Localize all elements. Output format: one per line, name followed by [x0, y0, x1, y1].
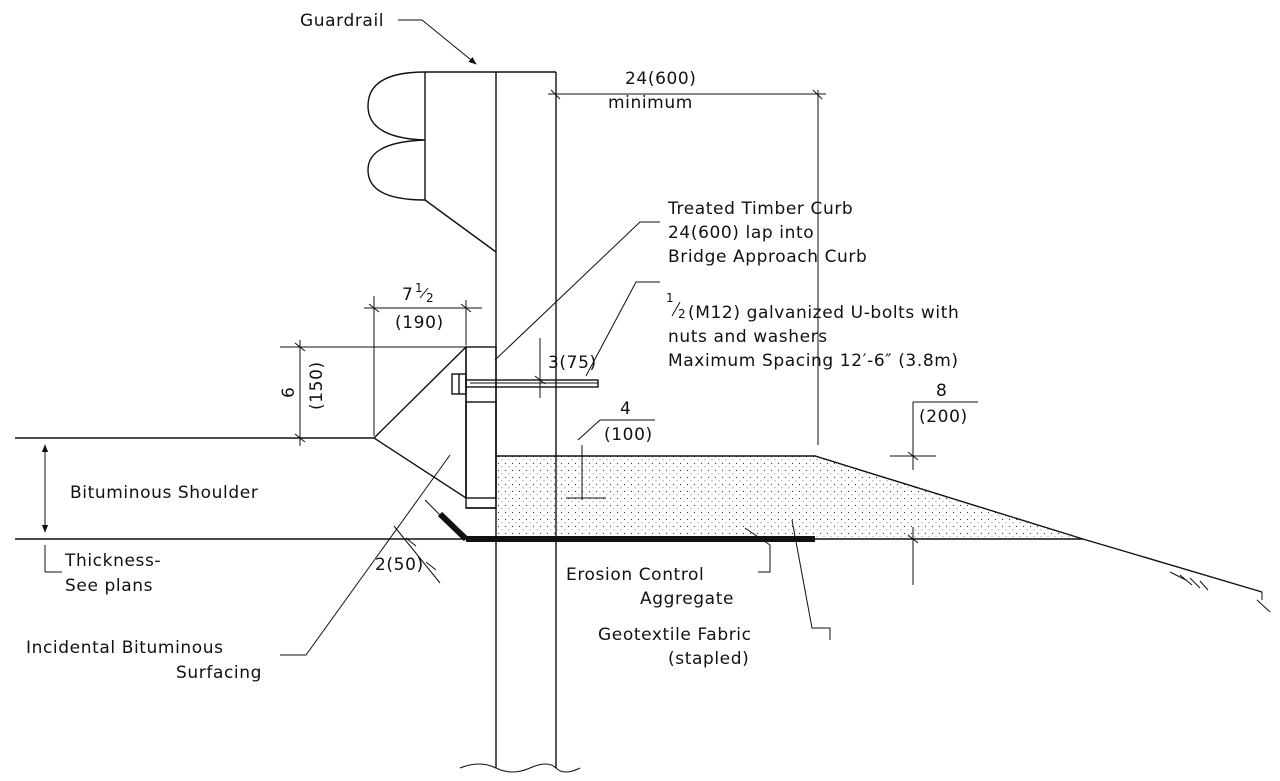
dim-4-100: 4 (100)	[566, 399, 655, 500]
label-incidental-line2: Surfacing	[176, 663, 262, 683]
geotextile-fabric	[437, 511, 815, 542]
label-curb-line1: Treated Timber Curb	[667, 199, 853, 219]
dim-6-text: 6	[279, 387, 299, 398]
dim-8-text: 8	[936, 381, 947, 401]
label-thickness-line1: Thickness-	[64, 551, 161, 571]
dim-24-600-minimum: 24(600) minimum	[548, 69, 826, 445]
dim-2-50: 2(50)	[375, 499, 461, 584]
timber-curb	[372, 345, 497, 509]
label-curb-line3: Bridge Approach Curb	[668, 247, 867, 267]
label-geotextile-line2: (stapled)	[668, 649, 749, 669]
dim-7-half-190: 7 1 2 (190)	[364, 281, 482, 436]
label-geotextile-line1: Geotextile Fabric	[598, 625, 752, 645]
leader-lines	[280, 19, 831, 656]
dim-2-50-text: 2(50)	[375, 555, 424, 575]
dim-8-200: 8 (200)	[890, 381, 978, 585]
label-incidental-line1: Incidental Bituminous	[26, 638, 224, 658]
u-bolt-frac-num: 1	[666, 291, 674, 305]
u-bolt-frac-den: 2	[678, 307, 686, 321]
dim-150-text: (150)	[307, 361, 327, 410]
label-u-bolt-line2: nuts and washers	[668, 327, 828, 347]
guardrail-w-beam	[367, 71, 497, 253]
label-guardrail: Guardrail	[300, 11, 384, 31]
label-thickness-line2: See plans	[65, 576, 153, 596]
erosion-control-aggregate	[496, 455, 1084, 540]
label-u-bolt-line3: Maximum Spacing 12′-6″ (3.8m)	[668, 351, 959, 371]
u-bolt	[451, 373, 599, 395]
dim-3-75-text: 3(75)	[548, 353, 597, 373]
dim-7-frac-den: 2	[426, 291, 434, 305]
dim-100-text: (100)	[604, 425, 653, 445]
dim-7-whole: 7	[402, 285, 413, 305]
u-bolt-line1-text: (M12) galvanized U-bolts with	[688, 303, 959, 323]
label-bituminous-shoulder: Bituminous Shoulder	[70, 483, 258, 503]
ground-lines	[15, 437, 1271, 613]
dim-4-text: 4	[620, 399, 631, 419]
dim-24-600-text: 24(600)	[625, 69, 697, 89]
label-u-bolt-line1: 1 2 (M12) galvanized U-bolts with	[666, 291, 959, 323]
dim-200-text: (200)	[919, 407, 968, 427]
dim-7-frac-num: 1	[415, 281, 423, 295]
dim-6-150: 6 (150)	[279, 340, 470, 446]
minimum-text: minimum	[608, 93, 693, 113]
guardrail-post	[459, 71, 581, 773]
dim-shoulder-thickness	[41, 444, 62, 573]
dim-3-75: 3(75)	[534, 338, 597, 398]
label-curb-line2: 24(600) lap into	[668, 223, 814, 243]
dim-190-text: (190)	[395, 313, 444, 333]
label-erosion-line1: Erosion Control	[566, 565, 704, 585]
label-erosion-line2: Aggregate	[640, 589, 734, 609]
